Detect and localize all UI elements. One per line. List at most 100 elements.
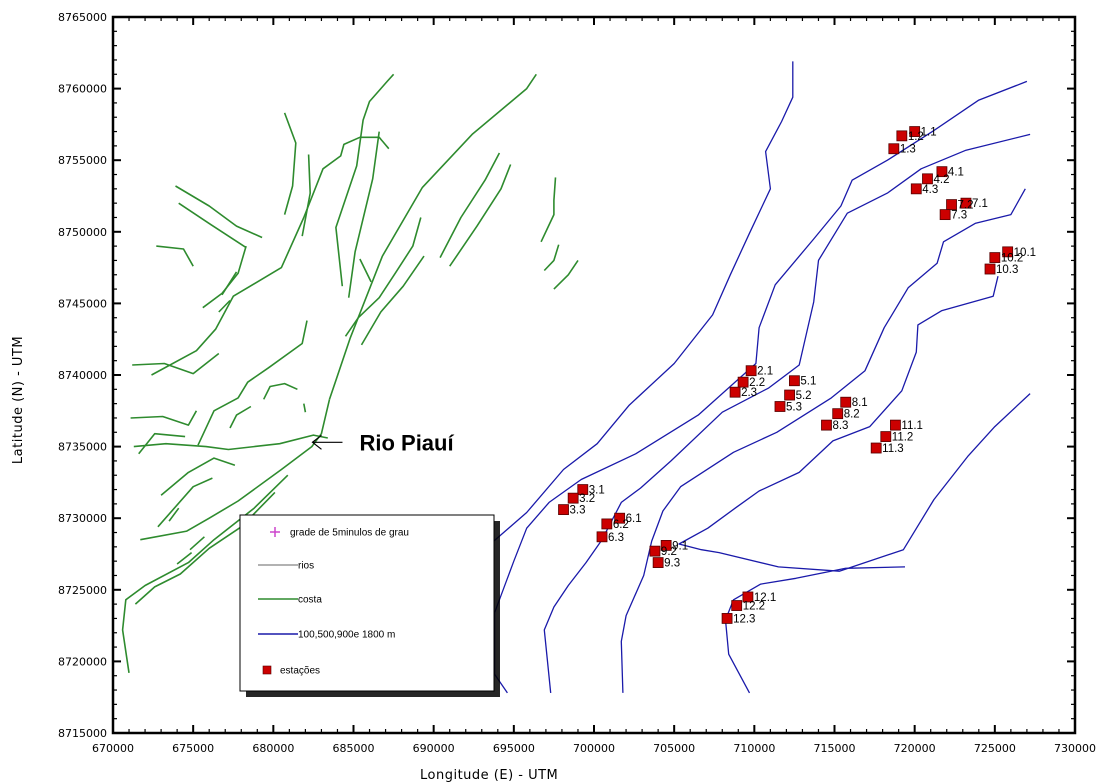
legend-label: costa	[298, 595, 322, 606]
coastline-segment	[347, 131, 380, 298]
legend-label: 100,500,900e 1800 m	[298, 630, 395, 641]
station-label: 9.2	[661, 546, 677, 558]
coastline-segment	[197, 320, 308, 446]
y-tick-label: 8715000	[58, 727, 107, 740]
station-label: 8.1	[852, 397, 868, 409]
station-marker	[745, 365, 757, 377]
x-tick-label: 700000	[573, 742, 615, 755]
y-tick-label: 8725000	[58, 584, 107, 597]
coastline-segment	[151, 136, 390, 376]
coastline-segment	[130, 410, 198, 426]
station-marker	[567, 492, 579, 504]
station-marker	[840, 396, 852, 408]
station-label: 4.3	[922, 184, 938, 196]
station-label: 7.2	[958, 200, 974, 212]
coastline-segment	[439, 152, 501, 258]
isobath-line	[620, 188, 1026, 693]
coastline-segment	[335, 73, 395, 287]
station-label: 4.2	[933, 174, 949, 186]
x-tick-label: 715000	[814, 742, 856, 755]
station-label: 12.3	[733, 613, 755, 625]
station-marker	[922, 173, 933, 185]
isobath-layer	[437, 61, 1031, 694]
station-marker	[890, 419, 901, 431]
coastline-segment	[303, 403, 307, 413]
station-marker	[649, 545, 661, 557]
y-tick-label: 8750000	[58, 226, 107, 239]
station-label: 4.1	[948, 167, 964, 179]
rio-piaui-annotation: Rio Piauí	[311, 430, 454, 455]
station-label: 6.2	[613, 519, 629, 531]
coastline-segment	[262, 382, 298, 400]
coastline-segment	[344, 217, 422, 337]
coastline-segment	[218, 299, 231, 313]
coastline-segment	[138, 432, 186, 455]
coastline-segment	[359, 258, 372, 283]
station-marker	[596, 531, 608, 543]
station-label: 7.1	[972, 198, 988, 210]
y-tick-label: 8765000	[58, 11, 107, 24]
legend-box	[239, 514, 495, 692]
station-label: 2.1	[757, 366, 773, 378]
station-label: 2.3	[741, 387, 757, 399]
station-marker	[989, 252, 1001, 263]
station-label: 3.3	[570, 505, 586, 517]
y-tick-label: 8730000	[58, 512, 107, 525]
annotation-text: Rio Piauí	[359, 430, 454, 455]
station-label: 11.3	[882, 443, 904, 455]
station-label: 12.1	[754, 592, 776, 604]
coastline-segment	[543, 244, 560, 272]
station-marker	[821, 419, 832, 431]
station-marker	[577, 484, 589, 495]
station-marker	[910, 183, 922, 195]
station-marker	[960, 197, 972, 209]
station-label: 2.2	[749, 377, 765, 389]
station-marker	[614, 512, 626, 524]
station-marker	[939, 209, 951, 221]
legend-label: grade de 5minulos de grau	[290, 528, 409, 539]
station-label: 8.2	[844, 409, 860, 421]
station-label: 9.3	[664, 558, 680, 570]
station-label: 6.1	[626, 513, 642, 525]
coastline-segment	[168, 507, 180, 522]
y-tick-label: 8745000	[58, 297, 107, 310]
station-marker	[784, 389, 796, 401]
y-tick-label: 8760000	[58, 83, 107, 96]
coastline-segment	[283, 112, 297, 215]
x-tick-label: 720000	[894, 742, 936, 755]
y-axis-title: Latitude (N) - UTM	[11, 336, 26, 464]
x-tick-label: 690000	[413, 742, 455, 755]
y-tick-label: 8755000	[58, 154, 107, 167]
station-label: 12.2	[743, 601, 765, 613]
station-label: 1.2	[908, 131, 924, 143]
coastline-segment	[175, 185, 263, 239]
station-marker	[729, 386, 741, 398]
station-label: 1.1	[921, 127, 937, 139]
y-tick-label: 8720000	[58, 655, 107, 668]
station-marker	[909, 126, 921, 137]
station-marker	[789, 375, 800, 387]
coastline-segment	[132, 352, 220, 375]
station-label: 10.1	[1014, 247, 1036, 259]
station-layer: 1.11.21.32.12.22.33.13.23.34.14.24.35.15…	[558, 126, 1036, 625]
station-marker	[880, 431, 892, 442]
coastline-segment	[360, 255, 425, 346]
isobath-line	[493, 80, 1028, 694]
x-tick-label: 730000	[1054, 742, 1096, 755]
coastline-segment	[160, 457, 236, 496]
coastline-segment	[156, 245, 194, 267]
station-label: 5.3	[786, 402, 802, 414]
station-marker	[721, 613, 733, 624]
station-marker	[742, 591, 754, 603]
station-marker	[737, 376, 749, 388]
station-label: 9.1	[672, 540, 688, 552]
coastline-layer	[121, 73, 579, 674]
y-tick-label: 8735000	[58, 441, 107, 454]
station-marker	[946, 199, 957, 210]
station-marker	[870, 442, 882, 454]
station-marker	[660, 540, 672, 551]
x-tick-label: 695000	[493, 742, 535, 755]
station-marker	[896, 130, 908, 142]
